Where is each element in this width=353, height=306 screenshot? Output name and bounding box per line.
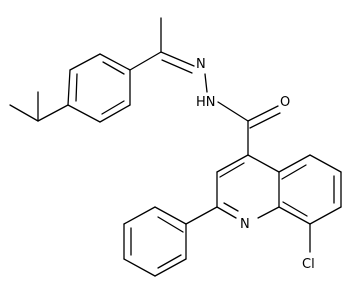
phenyl-ring <box>123 206 187 277</box>
bond-carbonyl-double-a <box>247 105 279 122</box>
atom-label-hydrazone-nh: HN <box>196 95 216 110</box>
bond-carbonyl-double-b <box>249 112 281 129</box>
atom-label-chlorine: Cl <box>302 257 315 272</box>
quinoline-benzo-ring <box>278 154 342 225</box>
bond-imine-double-b <box>161 59 193 74</box>
bond-ring-to-imine-carbon <box>129 51 162 71</box>
hydrazone-carbon-group <box>129 17 195 74</box>
bond-imine-double-a <box>160 51 195 67</box>
bond-n-n <box>204 73 208 93</box>
isopropylphenyl-ring <box>67 53 131 123</box>
atom-label-hydrazone-n: N <box>196 57 206 72</box>
atom-label-carbonyl-o: O <box>280 95 290 110</box>
carbonyl-group <box>247 105 281 156</box>
isopropyl-group <box>9 91 69 122</box>
atom-label-ring-n: N <box>240 217 250 232</box>
bond-isopropyl-to-ring <box>37 104 69 122</box>
bond-nh-to-carbonyl-carbon <box>217 101 249 122</box>
quinoline-pyridine-ring <box>216 154 280 219</box>
bond-quinoline-to-phenyl <box>185 206 218 225</box>
bond-isopropyl-methyl-left <box>9 104 39 122</box>
